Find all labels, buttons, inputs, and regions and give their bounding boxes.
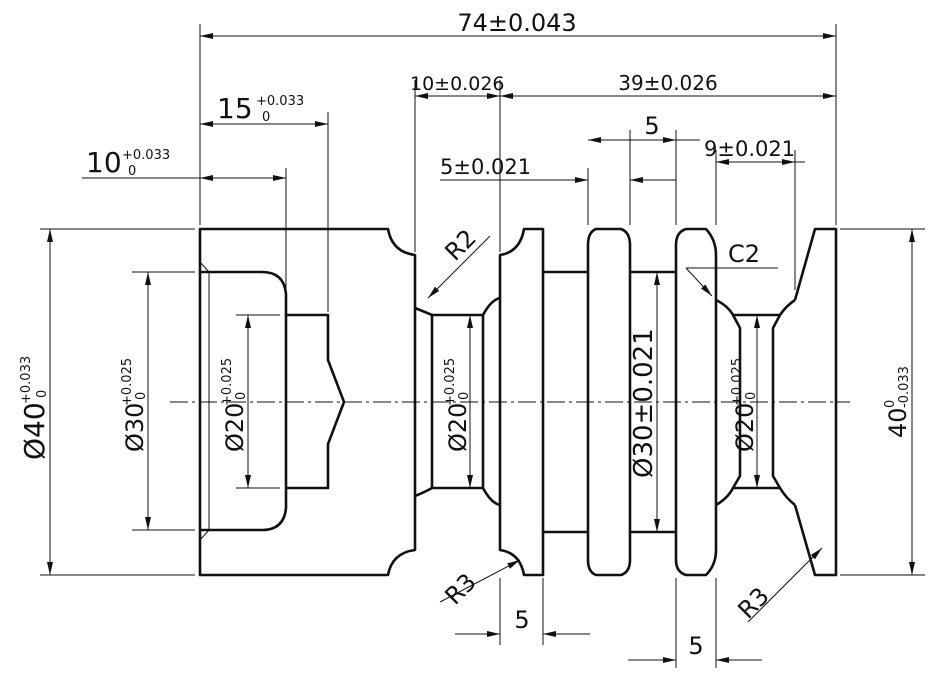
dim-len-10-026: 10±0.026 <box>410 73 505 95</box>
dim-len-15-lower: 0 <box>262 110 270 125</box>
dim-len-10-lower: 0 <box>128 164 136 179</box>
dim-dia-20-groove-lower: 0 <box>744 392 759 400</box>
dim-len-15: 15 <box>217 92 253 125</box>
dim-len-10-upper: +0.033 <box>122 148 170 163</box>
dim-dia-40-left-lower: 0 <box>35 390 50 398</box>
dim-dia-20-neck-upper: +0.025 <box>443 358 458 406</box>
dim-len-5-top: 5 <box>644 112 659 140</box>
dim-dia-40-left-upper: +0.033 <box>19 356 34 404</box>
dim-chamfer-c2: C2 <box>728 240 760 268</box>
dim-dia-20-groove-upper: +0.025 <box>730 358 745 406</box>
dim-dia-20-bore: Ø20 <box>221 403 249 452</box>
dim-radius-r3-right: R3 <box>732 582 774 624</box>
dim-len-5-bottom-right: 5 <box>688 632 703 660</box>
dim-radius-r2: R2 <box>439 224 481 266</box>
dim-dia-20-bore-lower: 0 <box>234 392 249 400</box>
part-outline <box>198 227 838 577</box>
dim-dia-20-neck: Ø20 <box>444 403 472 452</box>
dim-len-5-bottom-left: 5 <box>514 606 529 634</box>
dim-len-5-021: 5±0.021 <box>440 155 531 179</box>
dimension-lines <box>47 33 915 663</box>
dim-len-9: 9±0.021 <box>704 137 795 161</box>
dim-dia-40-left: Ø40 <box>18 402 51 460</box>
dim-radius-r3-left: R3 <box>439 568 481 610</box>
dim-dia-30-bore: Ø30 <box>121 403 149 452</box>
dim-len-39: 39±0.026 <box>618 71 717 95</box>
dim-dia-40-right-lower: -0.033 <box>897 366 912 408</box>
dim-dia-40-right: 40 <box>884 407 912 438</box>
dim-dia-20-neck-lower: 0 <box>457 392 472 400</box>
dim-len-10: 10 <box>86 146 122 179</box>
dim-dia-20-groove: Ø20 <box>731 403 759 452</box>
dim-len-15-upper: +0.033 <box>256 94 304 109</box>
dim-overall-length: 74±0.043 <box>457 9 576 37</box>
dim-dia-30-groove: Ø30±0.021 <box>629 328 659 478</box>
dim-dia-30-bore-upper: +0.025 <box>120 358 135 406</box>
dim-dia-20-bore-upper: +0.025 <box>220 358 235 406</box>
dim-dia-40-right-upper: 0 <box>883 400 898 408</box>
dim-dia-30-bore-lower: 0 <box>134 392 149 400</box>
